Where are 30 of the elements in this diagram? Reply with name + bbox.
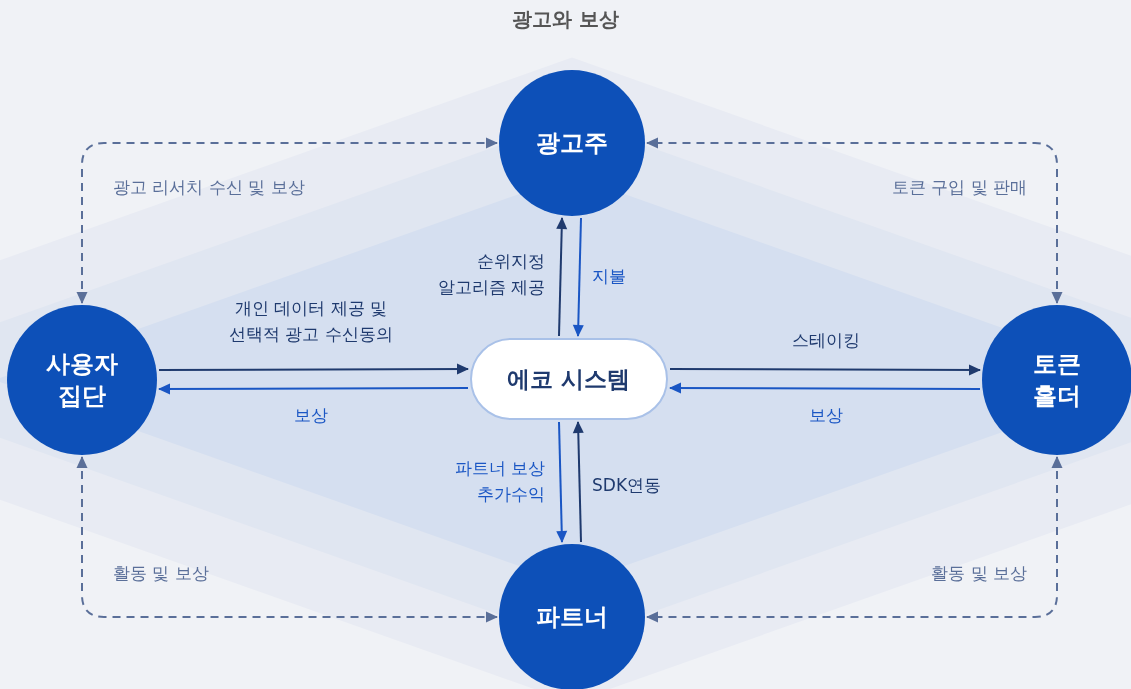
- arrow: [158, 363, 469, 375]
- edge-label: 활동 및 보상: [930, 562, 1027, 585]
- edge-label: SDK연동: [592, 474, 663, 497]
- title: 광고와 보상: [511, 6, 620, 33]
- edge-label: 보상: [808, 404, 844, 427]
- node-label: 사용자 집단: [46, 350, 118, 410]
- arrow: [572, 217, 584, 337]
- arrow: [556, 421, 568, 543]
- edge-label: 토큰 구입 및 판매: [890, 176, 1027, 199]
- dashed-arrow: [646, 137, 1063, 304]
- edge-label: 순위지정 알고리즘 제공: [436, 250, 545, 299]
- arrow: [572, 421, 584, 543]
- dashed-arrow: [646, 456, 1063, 623]
- arrow: [669, 382, 981, 394]
- arrow: [556, 217, 568, 337]
- edge-label: 파트너 보상 추가수익: [453, 457, 545, 506]
- node-label: 광고주: [536, 129, 608, 157]
- arrow: [158, 383, 469, 395]
- arrow: [669, 364, 981, 376]
- edge-label: 지불: [592, 265, 627, 288]
- edge-label: 스테이킹: [791, 329, 861, 352]
- node-label: 토큰 홀더: [1033, 350, 1081, 410]
- edge-label: 보상: [293, 404, 329, 427]
- dashed-arrow: [76, 137, 498, 304]
- node-label: 파트너: [536, 603, 608, 631]
- dashed-arrow: [76, 456, 498, 623]
- edge-label: 활동 및 보상: [113, 562, 210, 585]
- node-label: 에코 시스템: [507, 364, 631, 394]
- edge-label: 개인 데이터 제공 및 선택적 광고 수신동의: [228, 297, 394, 346]
- edge-label: 광고 리서치 수신 및 보상: [113, 176, 306, 199]
